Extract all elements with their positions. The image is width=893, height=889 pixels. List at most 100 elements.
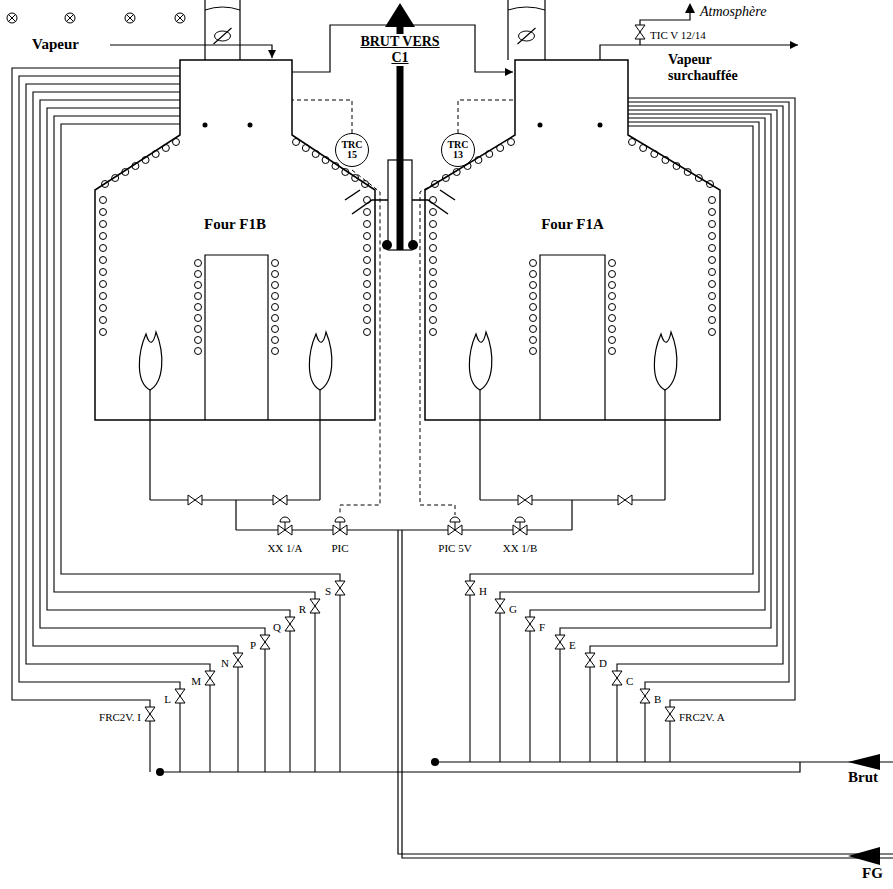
- furnace-tube: [530, 348, 537, 355]
- furnace-tube: [364, 305, 371, 312]
- label-holder: L: [164, 689, 171, 707]
- furnace-outline: [95, 60, 375, 420]
- label-holder: R: [299, 599, 306, 617]
- pass-valve-tag: Q: [273, 621, 281, 634]
- label-holder: P: [250, 635, 256, 653]
- valve-actuator: [450, 517, 460, 522]
- label-holder: M: [191, 671, 201, 689]
- shield-wall: [205, 255, 268, 420]
- furnace-tube: [272, 337, 279, 344]
- stream-label: Brut: [848, 769, 878, 786]
- pass-valve-tag: B: [654, 693, 661, 706]
- burner-flame: [469, 332, 491, 390]
- crude-pass-line: [61, 124, 340, 772]
- furnace-name: Four F1B: [204, 215, 266, 233]
- sensor-link: [292, 100, 352, 133]
- furnace-tube: [530, 293, 537, 300]
- furnace-tube: [709, 281, 716, 288]
- header-end: [156, 768, 164, 776]
- crude-pass-line: [47, 108, 290, 772]
- furnace-tube: [100, 293, 107, 300]
- control-signal: [340, 170, 380, 515]
- furnace-name: Four F1A: [541, 215, 604, 233]
- valve-symbol: [233, 653, 243, 667]
- stream-label: Atmosphère: [700, 4, 766, 20]
- pass-valve-tag: M: [191, 675, 201, 688]
- furnace-tube: [272, 271, 279, 278]
- furnace-tube: [430, 329, 437, 336]
- label-holder: BRUT VERS C1: [356, 34, 444, 66]
- furnace-tube: [609, 271, 616, 278]
- furnace-tube: [609, 282, 616, 289]
- furnace-tube: [195, 304, 202, 311]
- stream-label: TIC V 12/14: [650, 29, 706, 42]
- burner-pipe: [319, 390, 320, 500]
- label-holder: N: [221, 653, 229, 671]
- stream-label: BRUT VERS C1: [356, 34, 444, 66]
- furnace-outline: [425, 60, 720, 420]
- furnace-tube: [364, 281, 371, 288]
- valve-symbol: [555, 635, 565, 649]
- furnace-body: Four F1B: [95, 60, 375, 420]
- furnace-tube: [430, 209, 437, 216]
- pass-valve-tag: G: [509, 603, 517, 616]
- label-holder: F: [539, 617, 545, 635]
- arrow-head: [385, 3, 415, 27]
- furnace-tube: [709, 269, 716, 276]
- furnace-tube: [272, 304, 279, 311]
- valve-symbol: [260, 635, 270, 649]
- stream-label: Vapeur: [32, 36, 79, 53]
- furnace-tube: [530, 271, 537, 278]
- crude-pass-line: [470, 126, 753, 762]
- valve-symbol: [205, 671, 215, 685]
- furnace-tube: [195, 337, 202, 344]
- label-holder: C: [626, 671, 633, 689]
- label-holder: PIC: [331, 538, 348, 556]
- pass-valve-tag: E: [569, 639, 576, 652]
- stack: [508, 0, 545, 60]
- crude-feed-header: [160, 762, 893, 772]
- valve-stem: [455, 522, 456, 530]
- valve-tag: PIC: [331, 542, 348, 555]
- pass-valve-tag: S: [325, 585, 331, 598]
- furnace-tube: [430, 257, 437, 264]
- steam-trace-mark: [177, 15, 184, 22]
- valve-symbol: [665, 707, 675, 721]
- label-holder: FRC2V. I: [99, 707, 141, 725]
- pass-valve-tag: D: [599, 657, 607, 670]
- sensor-link: [458, 100, 515, 133]
- furnace-tube: [709, 197, 716, 204]
- stack: [205, 0, 240, 60]
- label-holder: Vapeur surchauffée: [668, 52, 768, 84]
- crude-pass-line: [19, 76, 180, 772]
- furnace-tube: [272, 293, 279, 300]
- furnace-body: Four F1A: [425, 60, 720, 420]
- crude-pass-line: [54, 116, 315, 772]
- instrument-tag: TRC 15: [339, 140, 365, 161]
- burner-flame: [309, 332, 331, 390]
- steam-trace-mark: [65, 13, 75, 23]
- valve-stem: [520, 522, 521, 530]
- label-holder: XX 1/B: [503, 538, 538, 556]
- furnace-tube: [709, 233, 716, 240]
- furnace-tube: [709, 245, 716, 252]
- valve-symbol: [585, 653, 595, 667]
- furnace-tube: [195, 348, 202, 355]
- furnace-tube: [609, 315, 616, 322]
- crude-pass-line: [590, 110, 777, 762]
- furnace-tube: [709, 317, 716, 324]
- furnace-tube: [530, 337, 537, 344]
- furnace-tube: [364, 269, 371, 276]
- burner-pipe: [664, 390, 665, 500]
- furnace-tube: [609, 326, 616, 333]
- pass-valve-tag: N: [221, 657, 229, 670]
- furnace-tube: [364, 233, 371, 240]
- valve-symbol: [310, 599, 320, 613]
- label-holder: Atmosphère: [700, 2, 766, 20]
- label-holder: D: [599, 653, 607, 671]
- furnace-tube: [430, 281, 437, 288]
- valve-actuator: [515, 517, 525, 522]
- label-holder: FG: [862, 864, 883, 882]
- arrow-head: [848, 754, 880, 770]
- valve-tag: PIC 5V: [438, 542, 471, 555]
